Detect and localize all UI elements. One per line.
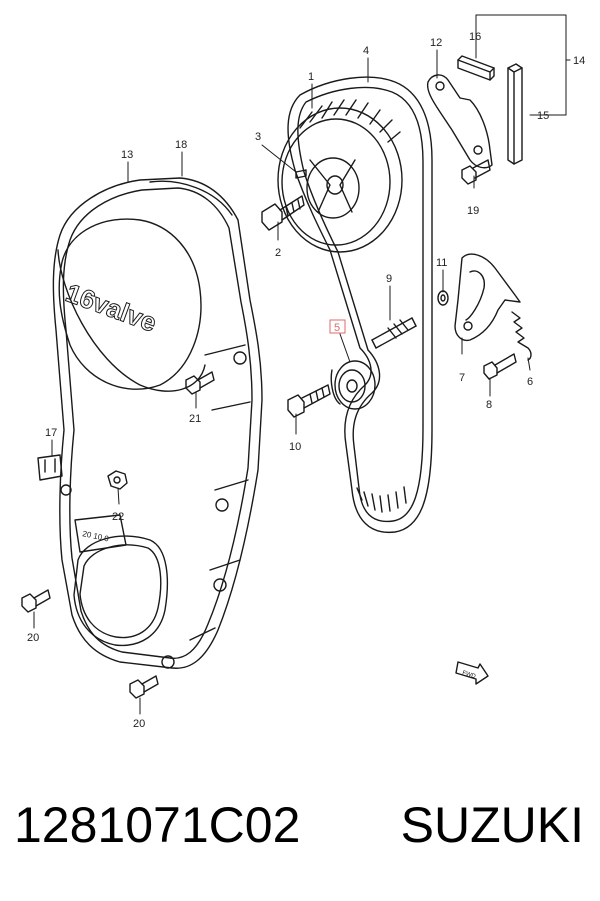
callout-6: 6 — [527, 376, 533, 388]
part-number: 1281071C02 — [14, 797, 301, 853]
tensioner-spring — [511, 311, 532, 361]
callout-10: 10 — [289, 441, 301, 453]
callout-4: 4 — [363, 45, 369, 57]
cover-bolt-upper — [185, 371, 215, 395]
washer — [437, 290, 449, 306]
key — [457, 55, 495, 81]
callout-20a: 20 — [27, 632, 39, 644]
nut — [107, 470, 128, 490]
callout-5: 5 — [334, 322, 340, 334]
callout-8: 8 — [486, 399, 492, 411]
fwd-arrow-icon — [455, 661, 489, 685]
cover-bolt-lower — [129, 675, 159, 699]
callout-12: 12 — [430, 37, 442, 49]
timing-belt-cover — [52, 177, 263, 669]
callout-3: 3 — [255, 131, 261, 143]
cover-bolt-left — [21, 589, 51, 613]
tensioner-bracket — [426, 74, 493, 169]
camshaft-pulley — [277, 99, 403, 253]
callout-21: 21 — [189, 413, 201, 425]
timing-belt — [287, 76, 433, 534]
callout-14: 14 — [573, 55, 585, 67]
tensioner-stud — [371, 317, 417, 349]
bracket-bolt — [461, 159, 491, 185]
callouts: 1 2 3 4 5 6 7 8 9 10 11 12 13 14 15 16 1… — [27, 31, 585, 730]
callout-16: 16 — [469, 31, 481, 43]
callout-11: 11 — [436, 257, 447, 269]
callout-18: 18 — [175, 139, 187, 151]
callout-22: 22 — [112, 511, 124, 523]
parts-diagram: 16valve 20 10 0 FWD 1 2 3 4 5 6 7 8 9 10… — [21, 14, 585, 730]
callout-2: 2 — [275, 247, 281, 259]
callout-13: 13 — [121, 149, 133, 161]
callout-20b: 20 — [133, 718, 145, 730]
callout-19: 19 — [467, 205, 479, 217]
tensioner-pulley — [330, 360, 376, 410]
callout-5-box — [329, 319, 346, 334]
rod — [507, 63, 523, 165]
dowel-pin — [295, 169, 307, 179]
callout-17: 17 — [45, 427, 57, 439]
brand-name: SUZUKI — [400, 797, 584, 853]
callout-7: 7 — [459, 372, 465, 384]
tensioner-bolt — [287, 384, 331, 418]
pulley-bolt — [261, 195, 305, 231]
callout-9: 9 — [386, 273, 392, 285]
cover-logo-text: 16valve — [62, 277, 161, 337]
tensioner-plate — [454, 253, 521, 342]
fwd-tag-text: FWD — [461, 670, 476, 680]
grommet — [37, 454, 63, 481]
callout-1: 1 — [308, 71, 314, 83]
callout-15: 15 — [537, 110, 549, 122]
leader-lines — [33, 14, 571, 715]
plate-bolt — [483, 353, 517, 380]
